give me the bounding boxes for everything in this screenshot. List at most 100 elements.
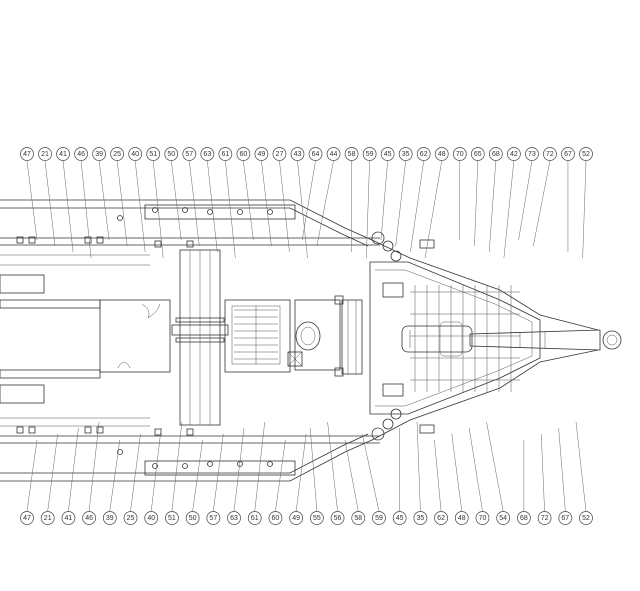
callout-top-28: 73 — [525, 147, 539, 161]
callout-bottom-2: 41 — [61, 511, 76, 525]
callout-label: 43 — [294, 151, 302, 158]
callout-bottom-7: 51 — [165, 511, 179, 525]
callout-label: 41 — [65, 515, 73, 522]
callout-bottom-26: 67 — [558, 511, 573, 525]
callout-top-6: 40 — [128, 147, 143, 161]
callout-bottom-20: 62 — [434, 511, 448, 525]
callout-top-17: 44 — [326, 147, 341, 161]
foredeck — [369, 261, 541, 415]
callout-label: 58 — [354, 515, 362, 522]
main-beam-assembly — [171, 249, 229, 426]
callout-bottom-12: 60 — [268, 511, 283, 525]
callout-label: 68 — [492, 151, 500, 158]
callout-label: 73 — [528, 151, 536, 158]
callout-label: 41 — [59, 151, 67, 158]
callout-label: 27 — [276, 151, 284, 158]
callout-bottom-17: 59 — [372, 511, 386, 525]
callout-label: 46 — [85, 515, 93, 522]
callout-label: 35 — [402, 151, 410, 158]
callout-label: 44 — [330, 151, 338, 158]
cargo-hatch — [99, 299, 171, 373]
callout-bottom-14: 55 — [310, 511, 324, 525]
callout-top-11: 61 — [218, 147, 233, 161]
callout-bottom-13: 49 — [289, 511, 303, 525]
callout-label: 59 — [366, 151, 374, 158]
callout-label: 56 — [334, 515, 342, 522]
callout-bottom-15: 56 — [330, 511, 345, 525]
mid-coaming — [294, 295, 363, 377]
callout-label: 47 — [23, 515, 31, 522]
callout-label: 40 — [131, 151, 139, 158]
callout-bottom-5: 25 — [123, 511, 138, 525]
callout-top-3: 46 — [74, 147, 88, 161]
callout-top-8: 50 — [164, 147, 179, 161]
callout-bottom-22: 70 — [475, 511, 490, 525]
callout-bottom-9: 57 — [206, 511, 221, 525]
callout-label: 72 — [541, 515, 549, 522]
callout-label: 45 — [384, 151, 392, 158]
callout-label: 68 — [520, 515, 528, 522]
callout-label: 65 — [474, 151, 482, 158]
callout-top-16: 64 — [308, 147, 323, 161]
callout-top-19: 59 — [362, 147, 377, 161]
callout-bottom-25: 72 — [537, 511, 552, 525]
callout-top-13: 49 — [254, 147, 269, 161]
callout-label: 52 — [582, 515, 590, 522]
anchor-starboard — [371, 408, 435, 441]
callout-bottom-1: 21 — [40, 511, 55, 525]
callout-label: 67 — [564, 151, 572, 158]
callout-label: 55 — [313, 515, 321, 522]
callout-label: 25 — [113, 151, 121, 158]
callout-label: 59 — [375, 515, 383, 522]
callout-label: 40 — [147, 515, 155, 522]
callout-bottom-10: 63 — [227, 511, 241, 525]
deck-panels — [0, 204, 296, 476]
callout-top-31: 52 — [579, 147, 593, 161]
callout-top-9: 57 — [182, 147, 197, 161]
callout-label: 50 — [189, 515, 197, 522]
anchor-port — [371, 231, 435, 262]
callout-label: 35 — [416, 515, 424, 522]
callout-bottom-23: 54 — [496, 511, 511, 525]
callout-label: 70 — [456, 151, 464, 158]
callout-top-5: 25 — [110, 147, 125, 161]
callout-top-29: 72 — [543, 147, 557, 161]
callout-label: 60 — [272, 515, 280, 522]
callout-label: 57 — [185, 151, 193, 158]
callout-top-12: 60 — [236, 147, 251, 161]
callout-label: 72 — [546, 151, 554, 158]
callout-label: 58 — [348, 151, 356, 158]
callout-label: 64 — [312, 151, 320, 158]
windlass — [401, 321, 473, 357]
callout-bottom-16: 58 — [351, 511, 366, 525]
callout-bottom-24: 68 — [517, 511, 531, 525]
callout-label: 46 — [77, 151, 85, 158]
callout-label: 25 — [127, 515, 135, 522]
callout-bottom-27: 52 — [579, 511, 593, 525]
callout-label: 51 — [149, 151, 157, 158]
callout-label: 39 — [106, 515, 114, 522]
callout-label: 61 — [221, 151, 229, 158]
callout-label: 21 — [41, 151, 49, 158]
callout-label: 42 — [510, 151, 518, 158]
callout-label: 48 — [458, 515, 466, 522]
callout-label: 47 — [23, 151, 31, 158]
callout-label: 54 — [499, 515, 507, 522]
callout-label: 63 — [230, 515, 238, 522]
callout-bottom-11: 61 — [247, 511, 262, 525]
callout-top-4: 39 — [92, 147, 106, 161]
callout-bottom-3: 46 — [82, 511, 96, 525]
callout-label: 67 — [561, 515, 569, 522]
callout-bottom-6: 40 — [144, 511, 159, 525]
callout-top-21: 35 — [398, 147, 413, 161]
callout-top-7: 51 — [146, 147, 161, 161]
callout-label: 21 — [44, 515, 52, 522]
callout-top-24: 70 — [452, 147, 467, 161]
callout-top-15: 43 — [290, 147, 305, 161]
callout-label: 70 — [479, 515, 487, 522]
callout-label: 50 — [167, 151, 175, 158]
callout-top-1: 21 — [38, 147, 52, 161]
